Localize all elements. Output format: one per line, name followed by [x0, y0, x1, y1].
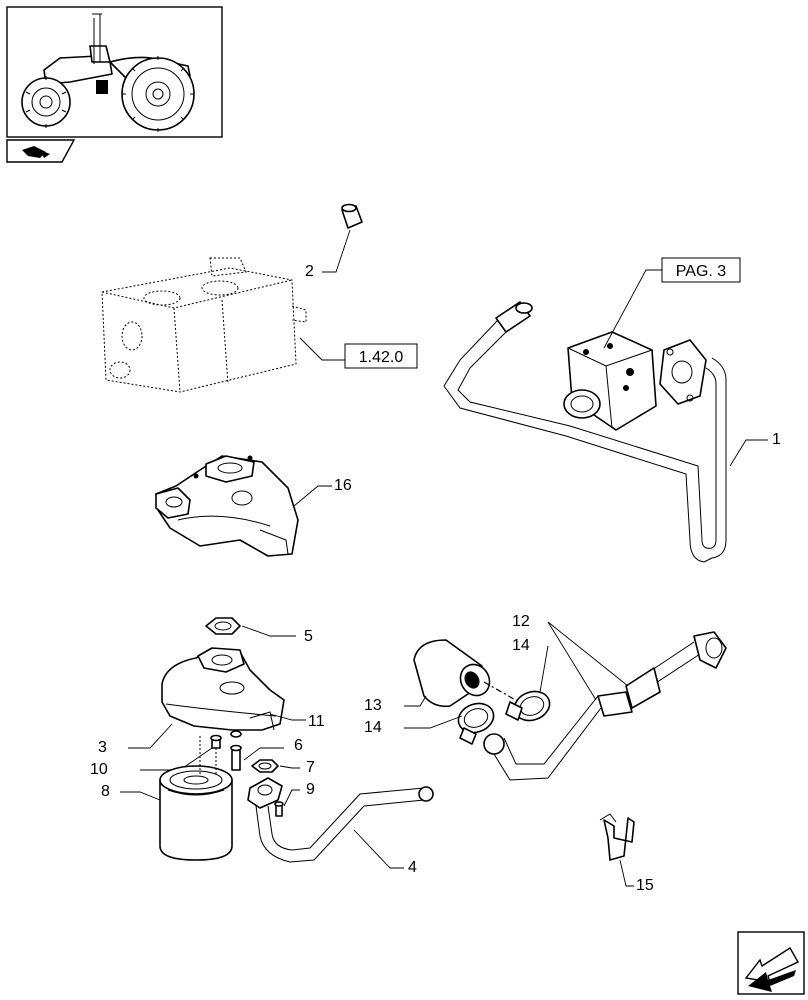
callout-5[interactable]: 5 [304, 628, 313, 645]
bolt-part-10 [210, 734, 222, 749]
leader-14a [539, 645, 549, 693]
callout-6[interactable]: 6 [294, 737, 303, 754]
sleeve-part-2 [341, 203, 363, 229]
leader-13 [404, 695, 427, 707]
page-ref-box[interactable]: PAG. 3 [661, 257, 741, 283]
group-ref-box[interactable]: 1.42.0 [344, 343, 418, 369]
filter-cartridge-part-8 [159, 765, 233, 861]
leader-2 [322, 229, 351, 273]
leader-5 [241, 625, 296, 637]
callout-2[interactable]: 2 [305, 263, 314, 280]
leader-3 [128, 723, 173, 749]
callout-14-upper[interactable]: 14 [512, 637, 530, 654]
leader-group-ref [299, 337, 345, 361]
callout-11[interactable]: 11 [308, 713, 325, 730]
filter-housing-part-16 [155, 455, 299, 557]
leader-7 [279, 765, 300, 769]
callout-7[interactable]: 7 [306, 759, 315, 776]
callout-9[interactable]: 9 [306, 781, 315, 798]
callout-3[interactable]: 3 [98, 739, 107, 756]
leader-6 [243, 747, 284, 761]
callout-12[interactable]: 12 [512, 613, 530, 630]
callout-13[interactable]: 13 [364, 697, 382, 714]
hose-clamp-part-14-upper [505, 690, 551, 722]
callout-1[interactable]: 1 [772, 431, 781, 448]
leader-15 [619, 859, 634, 887]
hose-pipe-part-12 [483, 631, 727, 781]
hose-clamp-part-14-lower [457, 702, 495, 745]
elbow-hose-part-13 [413, 639, 491, 708]
callout-8[interactable]: 8 [101, 783, 110, 800]
hydraulic-pump-ghost [101, 257, 307, 393]
callout-14-lower[interactable]: 14 [364, 719, 382, 736]
callout-4[interactable]: 4 [408, 859, 417, 876]
callout-15[interactable]: 15 [636, 877, 654, 894]
leader-4 [353, 829, 404, 869]
bracket-part-15 [599, 813, 635, 861]
leader-1 [729, 439, 768, 467]
gasket-part-7 [251, 759, 279, 773]
pipe-part-4 [247, 777, 434, 863]
pipe-part-1 [443, 301, 727, 563]
hose-axis-line [483, 681, 527, 707]
page-nav-icon[interactable] [6, 139, 76, 163]
washer-part-6 [230, 730, 242, 771]
leader-16 [293, 485, 332, 507]
leader-12 [547, 621, 629, 701]
hydraulic-block [563, 331, 657, 431]
group-ref-label: 1.42.0 [359, 349, 404, 366]
screw-part-9 [274, 801, 284, 817]
page-ref-label: PAG. 3 [676, 263, 726, 280]
tractor-thumbnail-icon[interactable] [6, 6, 223, 138]
leader-8 [120, 791, 161, 801]
leader-page-ref [603, 269, 662, 349]
leader-11 [269, 713, 306, 721]
filter-head-part-3 [161, 647, 285, 731]
next-page-arrow-icon[interactable] [737, 931, 805, 995]
callout-10[interactable]: 10 [90, 761, 108, 778]
callout-16[interactable]: 16 [334, 477, 352, 494]
leader-9 [283, 789, 300, 807]
leader-14b [404, 715, 463, 729]
gasket-part-5 [205, 617, 241, 635]
